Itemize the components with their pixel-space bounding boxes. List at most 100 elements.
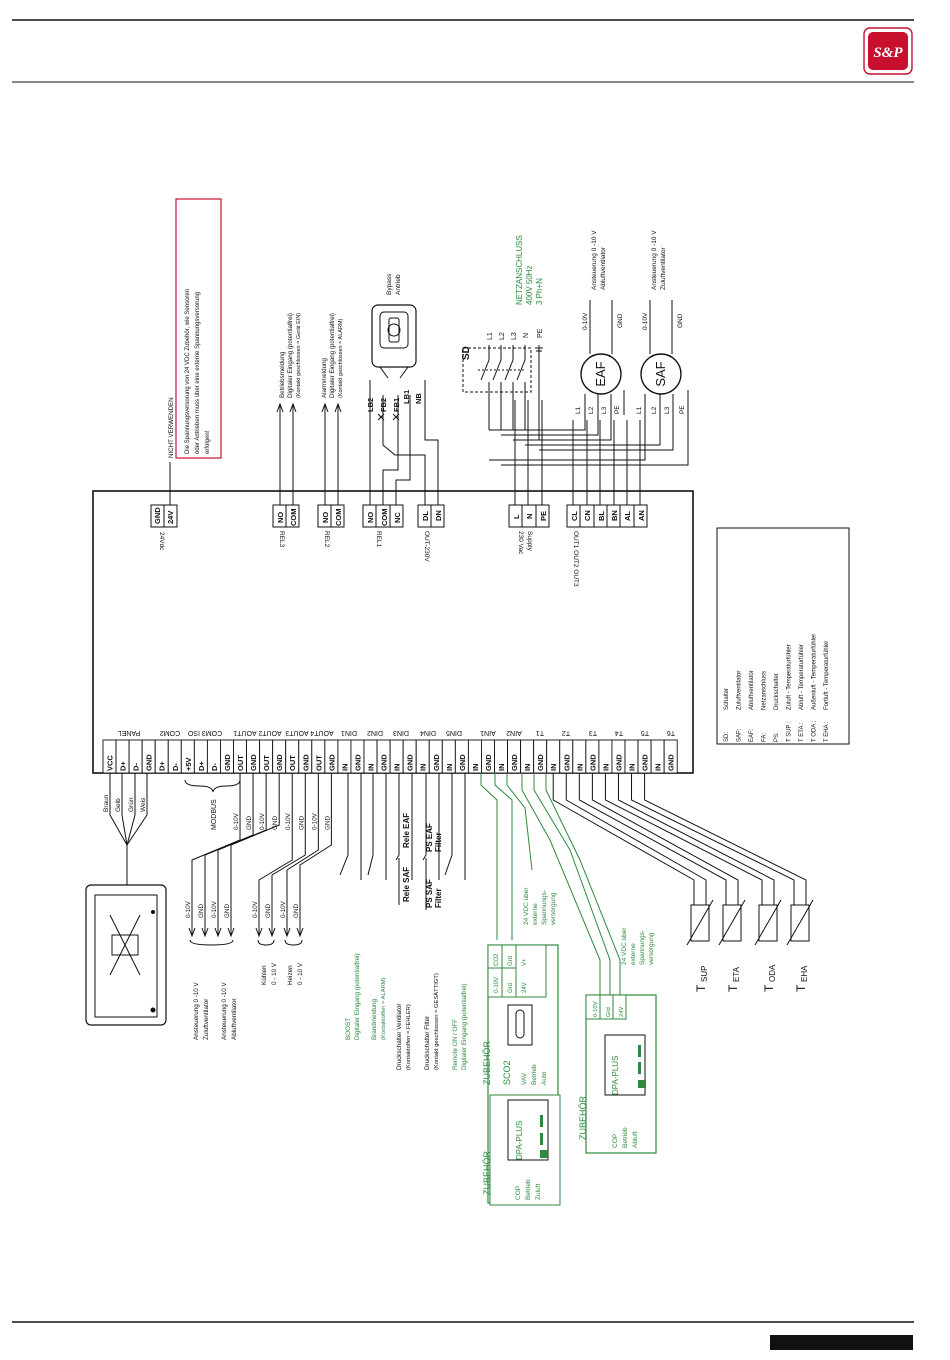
- terminal-group-label: T5: [641, 729, 649, 736]
- legend: SD:SchalterSAF:ZuluftventilatorEAF:Abluf…: [716, 527, 850, 745]
- svg-text:Grd: Grd: [508, 956, 514, 966]
- svg-text:REL2: REL2: [323, 531, 330, 548]
- svg-text:AL: AL: [623, 511, 632, 521]
- terminal-label: GND: [380, 754, 389, 771]
- terminal-label: GND: [432, 754, 441, 771]
- svg-text:DPA-PLUS: DPA-PLUS: [611, 1056, 620, 1095]
- svg-text:REL1: REL1: [375, 531, 382, 548]
- terminal-label: IN: [523, 764, 532, 772]
- svg-text:Grün: Grün: [128, 797, 135, 812]
- terminal-label: OUT: [314, 755, 323, 771]
- remote-control-panel: [85, 884, 167, 1026]
- svg-text:Supply: Supply: [526, 531, 533, 552]
- svg-text:versorgung: versorgung: [648, 932, 655, 965]
- sensor-subscript: EHA: [800, 965, 809, 982]
- svg-text:NO: NO: [321, 512, 330, 523]
- terminal-group-label: AIN1: [480, 729, 496, 736]
- terminal-label: D+: [197, 761, 206, 771]
- svg-text:Betrieb: Betrieb: [622, 1127, 629, 1148]
- panel-wiring: Braun Gelb Grün Weis: [103, 773, 148, 885]
- terminal-label: OUT: [236, 755, 245, 771]
- terminal-label: OUT: [288, 755, 297, 771]
- terminal-group-label: T3: [589, 729, 597, 736]
- terminal-supply: L N PE 230 Vac Supply: [508, 400, 550, 555]
- note-line-1: Die Spannungsversorung von 24 VDC Zubehö…: [185, 289, 191, 454]
- svg-text:GND: GND: [617, 313, 624, 328]
- svg-text:Ansteuerung 0 -10 V: Ansteuerung 0 -10 V: [221, 981, 228, 1040]
- bypass-wiring: LB2 FB2 FB1 LB1 NB: [366, 380, 439, 505]
- svg-text:L3: L3: [511, 332, 518, 340]
- svg-text:Betrieb: Betrieb: [531, 1064, 538, 1085]
- svg-text:Braun: Braun: [103, 794, 110, 812]
- gnd-label: GND: [153, 507, 162, 524]
- svg-text:400V 50Hz: 400V 50Hz: [525, 265, 534, 305]
- terminal-rel1: NO COM NC REL1: [362, 504, 404, 548]
- svg-text:GND: GND: [677, 313, 684, 328]
- svg-text:BOOST: BOOST: [345, 1018, 352, 1040]
- svg-text:OUT-230V: OUT-230V: [423, 531, 430, 562]
- aout-wire-label: 0-10V: [233, 812, 240, 830]
- sensor-wiring: [552, 773, 807, 905]
- terminal-label: GND: [406, 754, 415, 771]
- sensor-label: T: [726, 984, 740, 992]
- svg-text:Grd: Grd: [606, 1007, 612, 1017]
- modbus-label: MODBUS: [184, 779, 241, 830]
- svg-text:MODBUS: MODBUS: [211, 799, 218, 830]
- sensor-subscript: ETA: [732, 966, 741, 982]
- svg-text:Auto: Auto: [541, 1071, 548, 1085]
- svg-text:FB1: FB1: [392, 398, 401, 412]
- svg-text:externe: externe: [532, 903, 539, 925]
- legend-key: T EHA :: [824, 721, 830, 742]
- svg-text:PE: PE: [537, 328, 544, 338]
- svg-text:Ansteuerung 0 -10 V: Ansteuerung 0 -10 V: [651, 230, 658, 290]
- terminal-label: IN: [419, 764, 428, 772]
- terminal-label: D-: [210, 763, 219, 771]
- svg-text:Filter: Filter: [434, 832, 443, 852]
- svg-text:SCO2: SCO2: [502, 1060, 512, 1085]
- svg-text:L1: L1: [575, 406, 582, 414]
- mains-connection: NETZANSCHLUSS 400V 50Hz 3 Ph+N L1 L2 L3 …: [461, 235, 689, 466]
- legend-key: EAF:: [749, 728, 755, 742]
- aout-end-label: GND: [198, 904, 205, 918]
- terminal-group-label: AOUT1: [233, 729, 256, 736]
- svg-text:0-10V: 0-10V: [494, 977, 500, 993]
- terminal-group-label: T1: [536, 729, 544, 736]
- svg-text:(Kontaktoffen = ALARM): (Kontaktoffen = ALARM): [381, 977, 387, 1040]
- svg-text:Digitaler Eingang (potentialfr: Digitaler Eingang (potentialfrei): [354, 954, 361, 1040]
- terminal-outputs: CL CN BL BN AL AN OUT1 OUT2 OUT3: [566, 420, 648, 587]
- terminal-label: IN: [601, 764, 610, 772]
- svg-text:REL3: REL3: [278, 531, 285, 548]
- svg-text:24 VDC über: 24 VDC über: [621, 927, 628, 965]
- terminal-label: GND: [588, 754, 597, 771]
- svg-text:Betrieb: Betrieb: [525, 1179, 532, 1200]
- svg-text:BN: BN: [610, 510, 619, 521]
- svg-text:Digitaler Eingang (potentialfr: Digitaler Eingang (potentialfrei): [287, 313, 294, 398]
- svg-text:(Kontakt geschlossen = ALARM): (Kontakt geschlossen = ALARM): [338, 319, 344, 398]
- svg-text:Druckschalter Filter: Druckschalter Filter: [424, 1016, 431, 1070]
- svg-text:Heizen: Heizen: [287, 965, 294, 985]
- saf-motor: SAF L1 L2 L3 PE 0-10V GND Ansteuerung 0 …: [636, 230, 689, 415]
- terminal-label: IN: [367, 764, 376, 772]
- aout-wire-label: 0-10V: [259, 812, 266, 830]
- svg-text:N: N: [525, 514, 534, 519]
- legend-value: Netzanschluss: [762, 671, 768, 710]
- legend-value: Abluft - Temperaturfühler: [799, 644, 805, 710]
- svg-text:EAF: EAF: [593, 361, 608, 386]
- terminal-group-label: DIN4: [420, 729, 436, 736]
- svg-text:CO2: CO2: [494, 953, 500, 966]
- terminal-label: IN: [497, 764, 506, 772]
- sp-logo: S&P: [863, 27, 913, 75]
- terminal-label: GND: [275, 754, 284, 771]
- nicht-verwenden: NICHT VERWENDEN: [168, 397, 175, 458]
- terminal-label: GND: [641, 754, 650, 771]
- svg-text:Rele EAF: Rele EAF: [402, 813, 411, 848]
- svg-text:Zuluft: Zuluft: [535, 1184, 542, 1200]
- svg-text:L2: L2: [651, 406, 658, 414]
- svg-text:COM: COM: [380, 509, 389, 527]
- legend-value: Abluftventilator: [749, 670, 755, 710]
- svg-text:COP: COP: [515, 1186, 522, 1200]
- v24-label: 24V: [166, 511, 175, 524]
- terminal-group-label: DIN1: [341, 729, 357, 736]
- svg-text:ZUBEHÖR: ZUBEHÖR: [578, 1095, 588, 1140]
